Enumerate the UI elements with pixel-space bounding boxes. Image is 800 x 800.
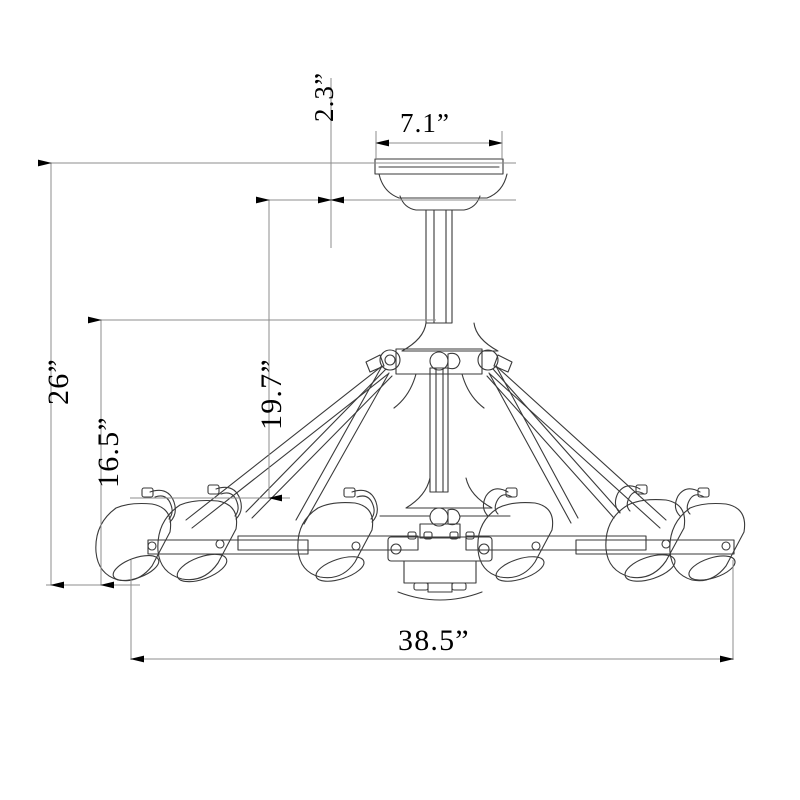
center-stem xyxy=(405,367,493,509)
light-head-right-2 xyxy=(605,484,686,582)
light-head-right-3 xyxy=(669,487,746,582)
support-arms-left xyxy=(185,365,393,529)
upper-hub xyxy=(365,348,513,409)
light-head-right-1 xyxy=(477,487,554,582)
dimension-lines xyxy=(38,78,734,663)
light-head-left-1 xyxy=(95,487,176,582)
fixture-geometry xyxy=(95,158,746,601)
light-head-left-2 xyxy=(157,484,242,583)
ceiling-canopy xyxy=(374,158,508,211)
upper-bell xyxy=(401,322,499,352)
dimension-label-canopy-width: 7.1” xyxy=(400,108,451,138)
downrod xyxy=(425,209,453,324)
dimension-label-body-height: 16.5” xyxy=(92,416,125,488)
dimension-label-overall-width: 38.5” xyxy=(398,624,470,657)
dimension-label-rod-height: 19.7” xyxy=(255,358,288,430)
dimension-label-overall-height: 26” xyxy=(42,358,75,405)
motor-housing xyxy=(379,507,511,601)
dimension-label-canopy-drop: 2.3” xyxy=(309,71,339,122)
support-ring xyxy=(147,535,735,555)
light-head-left-3 xyxy=(297,487,378,582)
